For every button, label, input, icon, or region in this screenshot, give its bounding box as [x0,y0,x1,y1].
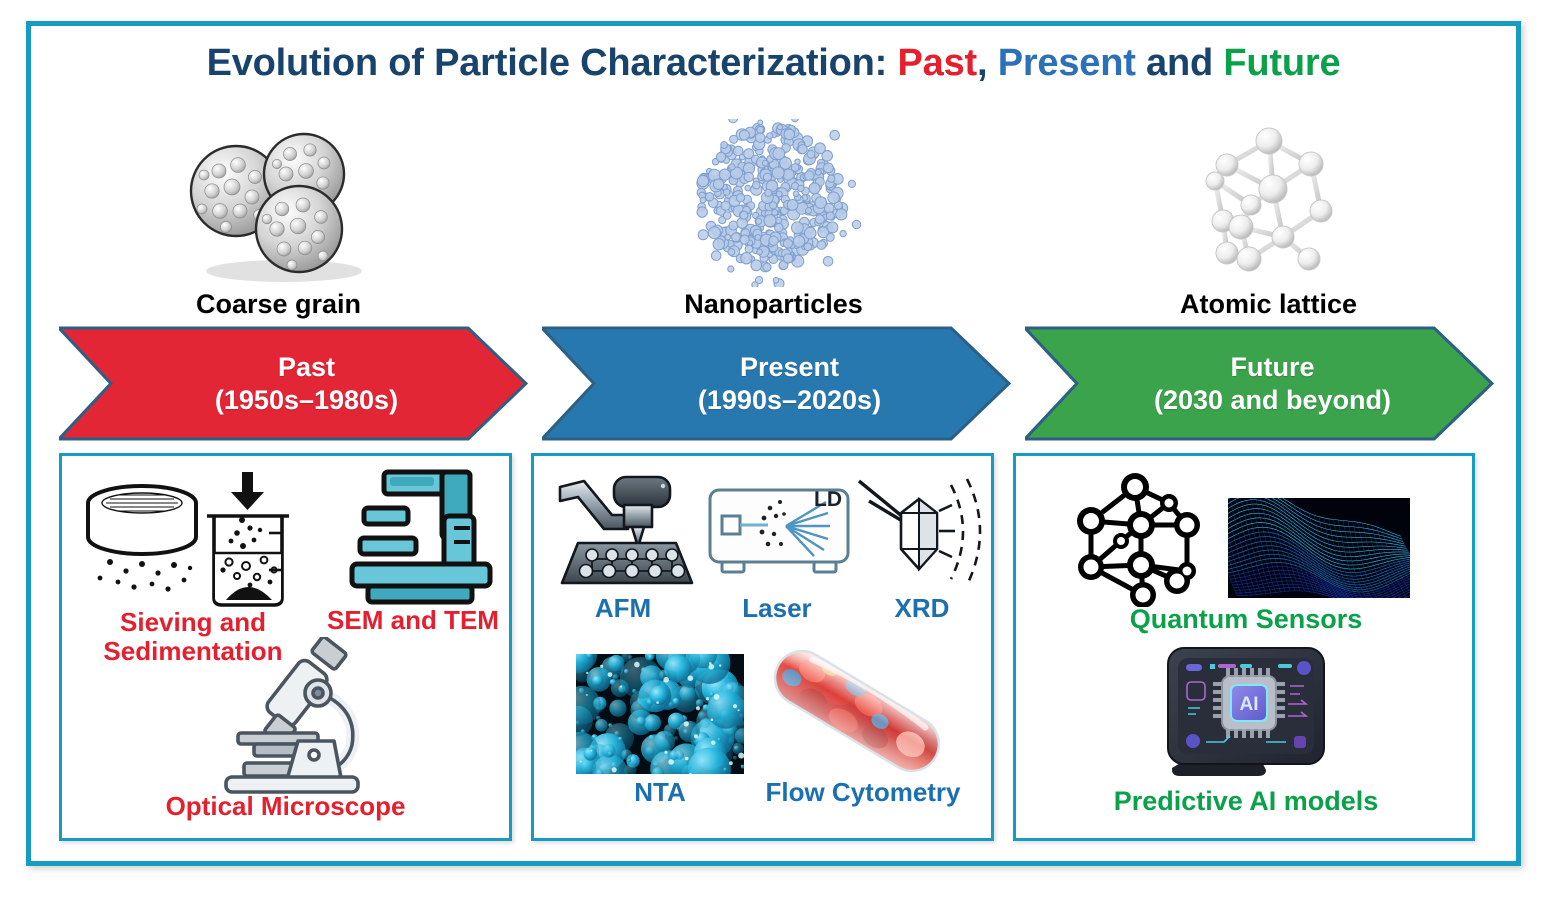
electron-microscope-icon [342,468,502,608]
page-title: Evolution of Particle Characterization: … [31,42,1516,85]
technique-panel-future: Quantum Sensors [1013,453,1475,841]
laser-diffraction-icon: LD [704,478,854,588]
technique-label-xrd: XRD [894,593,950,623]
title-word-past: Past [897,42,978,84]
ai-chip-monitor-icon: AI [1136,642,1356,792]
afm-cantilever-icon [552,470,698,594]
sieve-and-beaker-icon [72,470,342,610]
nanoparticle-cluster-icon [669,119,879,287]
technique-label-laser: Laser [742,593,812,623]
title-part-1: Evolution of Particle Characterization: [206,42,898,84]
label-line-2: Sedimentation [103,636,283,667]
era-banner-future[interactable]: Future (2030 and beyond) [1025,326,1494,441]
era-period: (1990s–2020s) [697,384,882,415]
specimen-caption: Nanoparticles [684,289,863,319]
era-banner-past[interactable]: Past (1950s–1980s) [59,326,528,441]
era-period: (2030 and beyond) [1153,384,1392,415]
specimen-caption: Coarse grain [195,289,362,319]
technique-label-afm: AFM [594,593,652,623]
technique-label-predictive-ai: Predictive AI models [1113,786,1379,816]
specimen-caption: Atomic lattice [1179,289,1358,319]
technique-label-quantum-sensors: Quantum Sensors [1129,604,1363,634]
optical-microscope-icon [200,636,390,796]
technique-panel-past: Sieving and Sedimentation SEM and TEM [59,453,512,841]
title-word-present: Present [997,42,1136,84]
title-comma: , [976,42,998,84]
laser-badge-text: LD [814,488,842,511]
era-name: Future [1230,351,1315,382]
title-word-and: and [1135,42,1224,84]
specimen-atomic-lattice: Atomic lattice [1021,98,1516,320]
technique-label-sieving: Sieving and Sedimentation [68,607,318,667]
wireframe-wave-surface-image [1207,483,1431,607]
era-name: Present [739,351,840,382]
specimen-coarse-grain: Coarse grain [31,98,526,320]
title-word-future: Future [1223,42,1341,84]
era-banner-present[interactable]: Present (1990s–2020s) [542,326,1011,441]
flow-cytometry-capsule-icon [752,646,962,776]
era-name: Past [277,351,336,382]
xrd-crystal-diffraction-icon [854,472,994,592]
technique-panel-row: Sieving and Sedimentation SEM and TEM [59,453,1494,841]
specimen-row: Coarse grain Nanoparticles [31,98,1516,320]
technique-label-nta: NTA [634,777,686,807]
label-line-1: Sieving and [120,607,266,637]
nta-particle-photo [561,636,758,791]
era-period: (1950s–1980s) [214,384,399,415]
specimen-nanoparticles: Nanoparticles [526,98,1021,320]
technique-label-sem-tem: SEM and TEM [327,605,499,635]
quantum-network-icon [1064,468,1214,608]
technique-label-optical-microscope: Optical Microscope [165,791,406,821]
technique-label-flow-cytometry: Flow Cytometry [765,777,961,807]
coarse-grain-spheres-icon [164,119,394,287]
ai-chip-text: AI [1240,694,1259,715]
infographic-poster: Evolution of Particle Characterization: … [26,21,1521,866]
atomic-lattice-model-icon [1179,119,1359,287]
technique-panel-present: LD [531,453,994,841]
era-banner-row: Past (1950s–1980s) Present (1990s–2020s)… [59,326,1494,441]
